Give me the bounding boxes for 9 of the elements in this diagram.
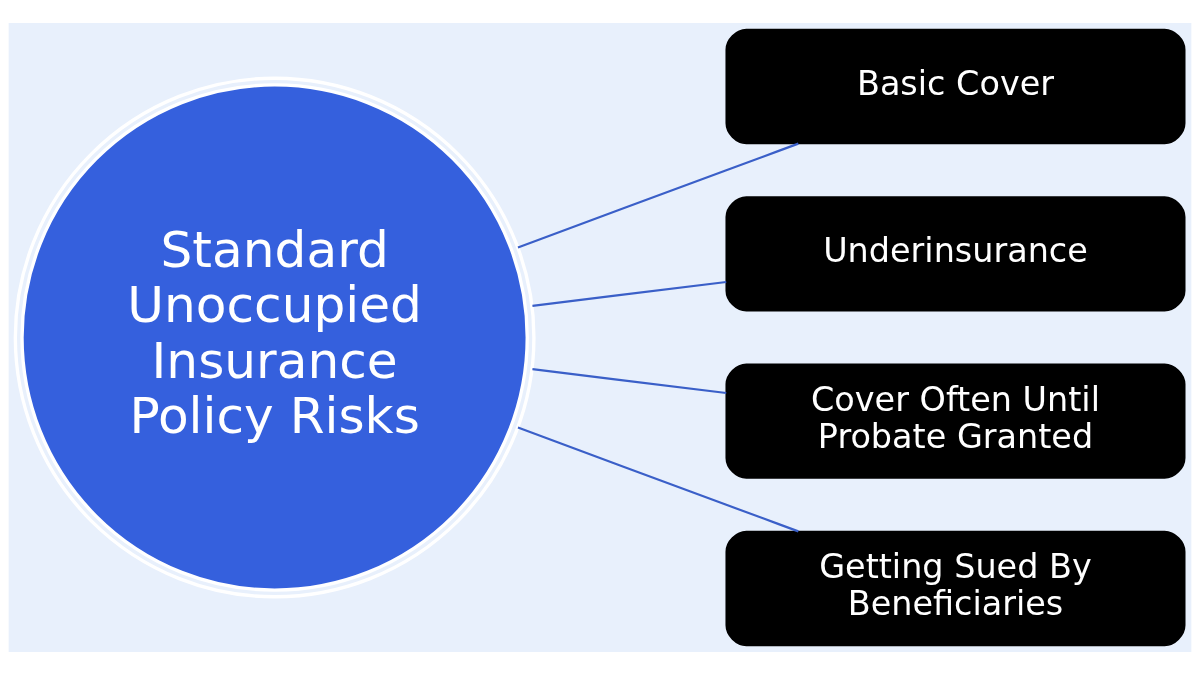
node-box: Underinsurance bbox=[725, 196, 1186, 312]
node-box: Cover Often Until Probate Granted bbox=[725, 363, 1186, 479]
node-circle: Standard Unoccupied Insurance Policy Risks bbox=[13, 76, 536, 599]
connector bbox=[517, 142, 799, 249]
connector bbox=[517, 426, 799, 533]
connector bbox=[532, 368, 727, 395]
node-box: Basic Cover bbox=[725, 28, 1186, 145]
connector bbox=[532, 280, 727, 307]
node-box: Getting Sued By Beneficiaries bbox=[725, 530, 1186, 647]
